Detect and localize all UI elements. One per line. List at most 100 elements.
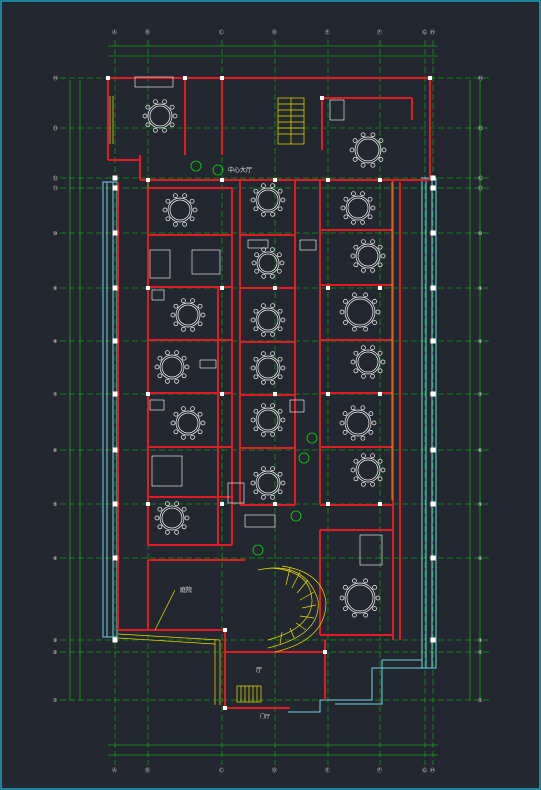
chair bbox=[261, 351, 266, 357]
furniture-block bbox=[289, 399, 305, 413]
chair bbox=[277, 206, 283, 212]
chair bbox=[353, 262, 359, 268]
table-top bbox=[355, 243, 381, 269]
axis-label-left: ④ bbox=[53, 556, 58, 562]
column bbox=[378, 392, 382, 396]
chair bbox=[253, 426, 259, 432]
table-top bbox=[255, 187, 281, 213]
chair bbox=[270, 431, 275, 437]
chair bbox=[378, 138, 384, 143]
column bbox=[106, 76, 110, 80]
round-table bbox=[250, 183, 286, 217]
chair bbox=[270, 466, 275, 472]
chair bbox=[339, 595, 345, 601]
furniture-block bbox=[359, 534, 383, 566]
chair bbox=[261, 303, 266, 309]
column bbox=[430, 338, 436, 344]
chair bbox=[165, 350, 170, 356]
axis-label-right: ③ bbox=[478, 638, 482, 644]
round-table bbox=[350, 239, 386, 273]
chair bbox=[184, 364, 190, 370]
round-table bbox=[162, 193, 198, 227]
chair bbox=[349, 147, 355, 153]
chair bbox=[261, 466, 266, 472]
chair bbox=[372, 320, 377, 325]
round-table bbox=[251, 247, 285, 279]
dimension-lines bbox=[69, 45, 481, 756]
table-top bbox=[355, 349, 381, 375]
round-table bbox=[250, 466, 286, 500]
round-table bbox=[250, 303, 286, 337]
table-top-inner bbox=[257, 357, 279, 379]
chair bbox=[367, 196, 373, 202]
column bbox=[220, 286, 224, 290]
table-top bbox=[255, 307, 281, 333]
chair bbox=[181, 506, 187, 512]
chair bbox=[261, 183, 266, 189]
chair bbox=[280, 317, 286, 323]
chair bbox=[363, 578, 368, 584]
column bbox=[430, 391, 436, 397]
column bbox=[146, 502, 150, 506]
chair bbox=[261, 379, 266, 385]
chair bbox=[165, 501, 170, 507]
axis-label-top: Ⓕ bbox=[377, 29, 382, 36]
chair bbox=[352, 326, 357, 332]
table-top bbox=[354, 136, 382, 164]
column bbox=[146, 286, 150, 290]
section-markers bbox=[190, 160, 318, 556]
chair bbox=[363, 326, 368, 332]
table-top-inner bbox=[347, 197, 369, 219]
furniture-block bbox=[151, 455, 183, 487]
stairs bbox=[109, 96, 393, 705]
axis-label-right: ⑬ bbox=[478, 125, 483, 132]
chair bbox=[353, 368, 359, 374]
round-table bbox=[154, 350, 190, 384]
chair bbox=[169, 104, 175, 110]
column bbox=[112, 338, 118, 344]
axis-label-left: ① bbox=[53, 698, 58, 704]
chair bbox=[352, 578, 357, 584]
table-top bbox=[167, 197, 193, 223]
chair bbox=[181, 373, 187, 379]
axis-label-right: ⑩ bbox=[478, 231, 483, 237]
chair bbox=[250, 197, 256, 203]
chair bbox=[162, 207, 168, 213]
chair bbox=[253, 356, 259, 362]
chair bbox=[173, 193, 178, 199]
column bbox=[112, 391, 118, 397]
chair bbox=[270, 183, 275, 189]
column bbox=[112, 637, 118, 643]
chair bbox=[170, 312, 176, 318]
chair bbox=[154, 515, 160, 521]
chair bbox=[172, 113, 178, 119]
chair bbox=[342, 430, 348, 435]
furniture-block bbox=[149, 249, 171, 279]
axis-label-top: Ⓑ bbox=[145, 29, 150, 36]
chair bbox=[339, 420, 345, 426]
chair bbox=[370, 205, 376, 211]
chair bbox=[377, 476, 383, 482]
chair bbox=[181, 524, 187, 530]
chair bbox=[157, 355, 163, 361]
column bbox=[273, 502, 277, 506]
chair bbox=[370, 162, 376, 168]
chair bbox=[197, 411, 203, 417]
axis-label-right: ⑨ bbox=[478, 286, 482, 292]
axis-labels: ⒶⒶⒷⒷⒸⒸⒹⒹⒺⒺⒻⒻⒼⒼⒽⒽ⑭⑬⑫⑪⑩⑨⑧⑦⑥⑤④③②①⑭⑬⑫⑪⑩⑨⑧⑦⑥⑤… bbox=[53, 29, 483, 774]
table-top-inner bbox=[258, 253, 278, 273]
axis-label-left: ⑧ bbox=[53, 339, 58, 345]
chair bbox=[370, 267, 375, 273]
label-hall: 中心大厅 bbox=[228, 166, 252, 174]
table-top-inner bbox=[357, 351, 379, 373]
chair bbox=[270, 331, 275, 337]
table-top-inner bbox=[177, 304, 199, 326]
round-table bbox=[339, 578, 381, 618]
chair bbox=[377, 350, 383, 356]
chair bbox=[174, 529, 179, 535]
column bbox=[326, 502, 330, 506]
chair bbox=[197, 303, 203, 309]
chair bbox=[174, 378, 179, 384]
chair bbox=[189, 216, 195, 222]
